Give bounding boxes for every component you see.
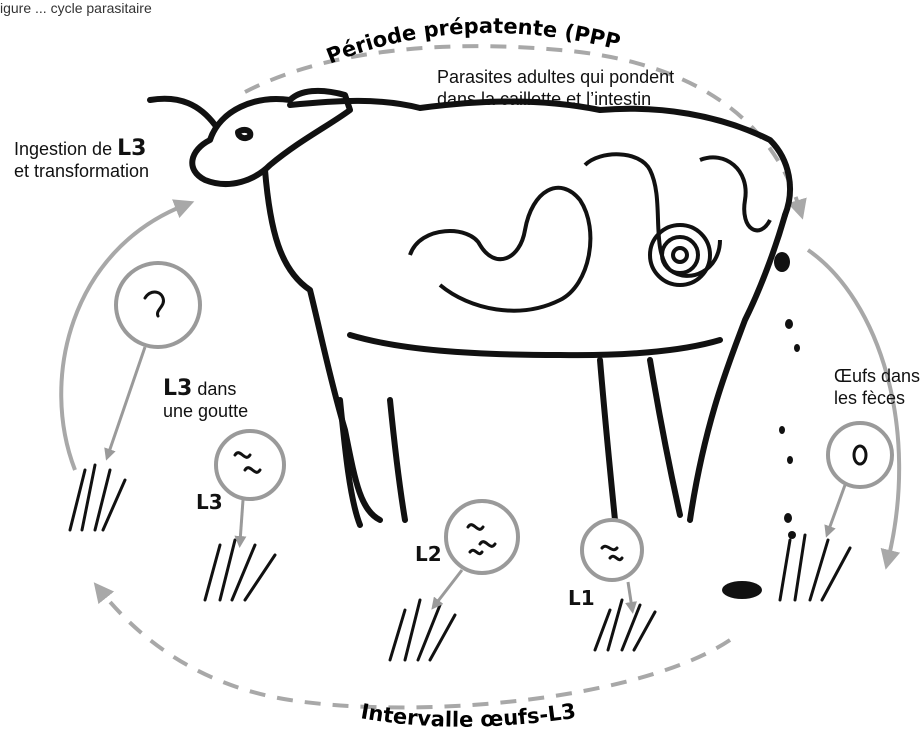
sheep-back-leg xyxy=(600,360,680,520)
circle-l2 xyxy=(446,501,518,573)
grass-l1 xyxy=(595,600,655,650)
gut-coil-illustration xyxy=(410,154,770,310)
ppp-arc-label: Période prépatente (PPP) xyxy=(0,0,623,69)
circle-eggs xyxy=(828,423,892,487)
sheep-eye xyxy=(238,130,250,138)
sheep-front-leg xyxy=(340,400,405,525)
grass-l2 xyxy=(390,600,455,660)
stage-label-l2: L2 xyxy=(415,542,442,566)
sheep-ear xyxy=(150,99,215,125)
stage-label-l3: L3 xyxy=(196,490,223,514)
label-adult-parasites: Parasites adultes qui pondent dans la ca… xyxy=(437,66,674,110)
label-eggs-in-feces: Œufs dans les fèces xyxy=(834,365,920,409)
stage-label-l1: L1 xyxy=(568,586,595,610)
label-l3-in-drop: L3 dans une goutte xyxy=(163,378,248,422)
grass-l3 xyxy=(205,540,275,600)
sheep-rump xyxy=(690,215,785,520)
label-ingestion: Ingestion de L3 et transformation xyxy=(14,138,149,182)
circle-l3-drop xyxy=(116,263,200,347)
grass-l3-drop xyxy=(70,465,125,530)
grass-eggs xyxy=(780,535,850,600)
egg-l3-arc-label: Intervalle œufs-L3 xyxy=(359,699,577,732)
sheep-belly xyxy=(350,335,720,355)
circle-l3 xyxy=(216,431,284,499)
